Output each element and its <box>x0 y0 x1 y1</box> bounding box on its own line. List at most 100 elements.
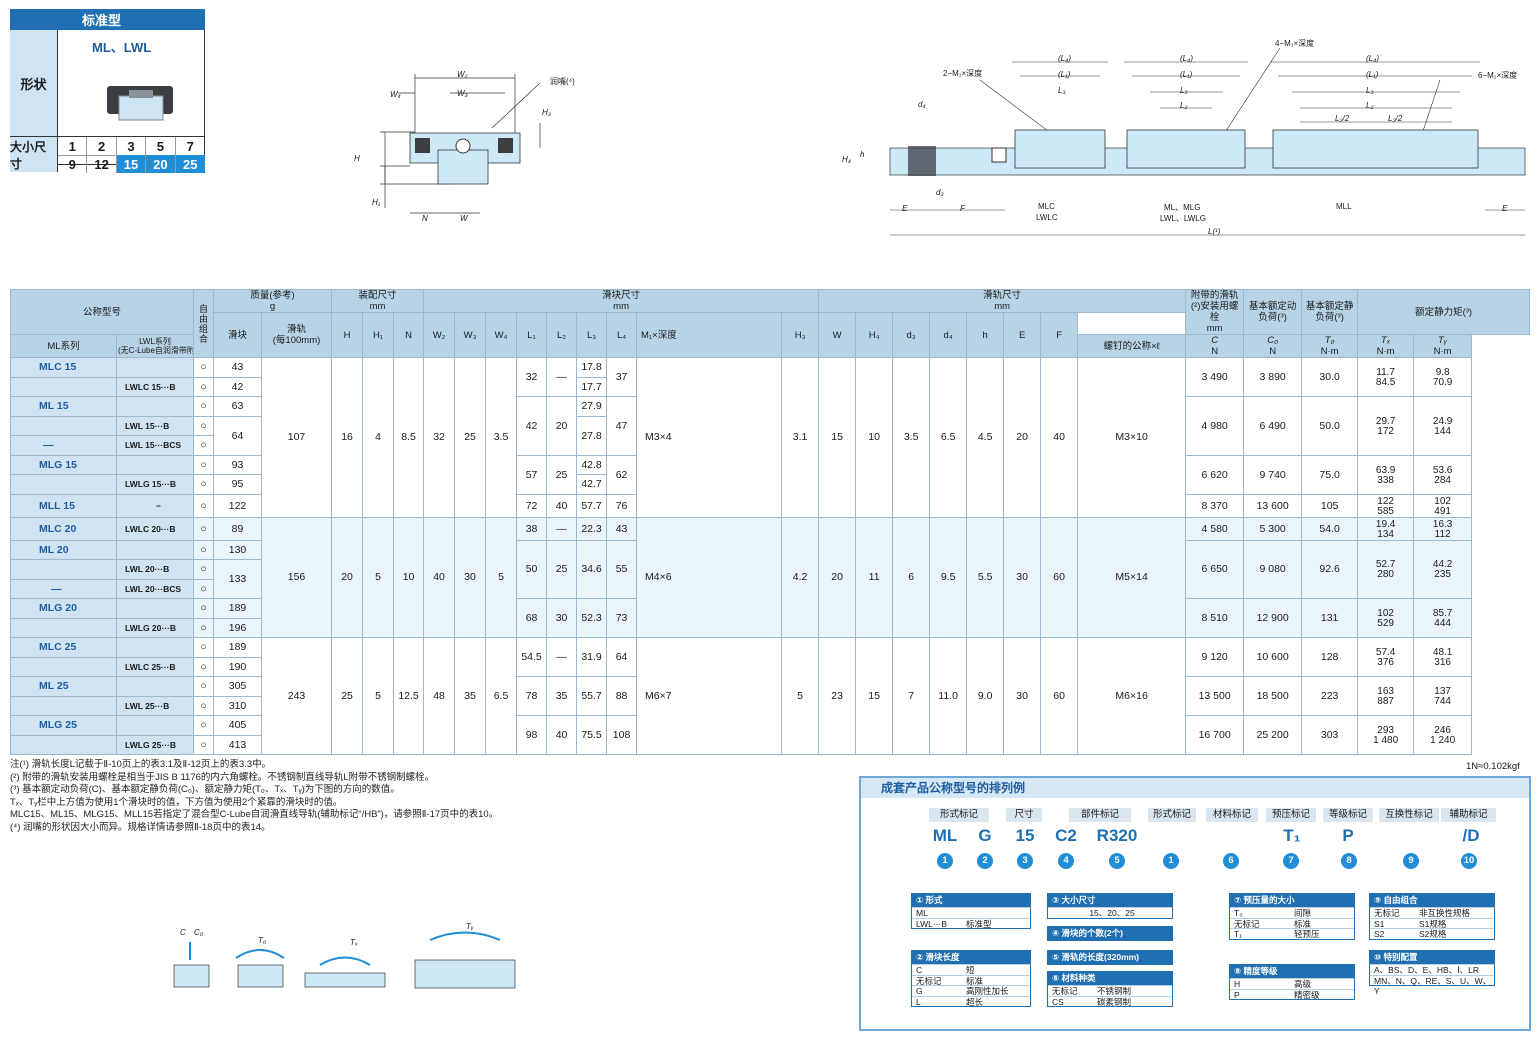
th-l2: L₂ <box>546 312 578 358</box>
label-lwlc: LWLC <box>1036 213 1058 222</box>
dim-w3: W₃ <box>457 89 468 98</box>
model-ml: MLC 25 <box>10 637 117 658</box>
size-cell: 1 <box>58 137 88 155</box>
footnote: (²) 附带的滑轨安装用螺栓是相当于JIS B 1176的内六角螺栓。不锈钢制直… <box>10 771 435 783</box>
th-bolt-sub: 螺钉的公称×ℓ <box>1077 334 1187 358</box>
code-tag: 形式标记 <box>929 808 989 822</box>
table-row: LWL 20···B○133 <box>10 559 1530 599</box>
code-num: 4 <box>1058 853 1074 869</box>
dim-h: h <box>860 150 865 159</box>
model-lwl: LWLC 15···B <box>115 376 195 397</box>
model-lwl: LWLG 25···B <box>115 734 195 755</box>
dim-l: L(¹) <box>1208 227 1221 236</box>
dim-l4: (L₄) <box>1180 54 1193 63</box>
model-ml: — <box>10 578 117 599</box>
size-cell: 12 <box>87 155 117 173</box>
size-cell: 5 <box>146 137 176 155</box>
code-num: 5 <box>1109 853 1125 869</box>
code-tag: 部件标记 <box>1069 808 1131 822</box>
th-model: 公称型号 <box>9 289 195 335</box>
type-header-box: 标准型 形状 ML、LWL 大小尺寸 1 2 3 5 7 9 12 15 20 … <box>10 9 205 173</box>
th-rail-mass: 滑轨(每100mm) <box>261 312 333 358</box>
dim-m6: 6−M₁×深度 <box>1478 71 1518 80</box>
model-ml: MLC 15 <box>10 357 117 378</box>
dim-d4: d₄ <box>918 100 926 109</box>
model-ml: ML 20 <box>10 539 117 560</box>
dim-l3: L₃ <box>1366 86 1374 95</box>
label-tx: Tₓ <box>350 938 358 947</box>
label-ml-mlg: ML、MLG <box>1164 203 1201 212</box>
dim-h4: H₄ <box>842 155 851 164</box>
code-part: 15 <box>1015 826 1035 845</box>
dim-l2: L₂ <box>1180 101 1188 110</box>
model-ml: MLG 15 <box>10 454 117 475</box>
th-l4: L₄ <box>606 312 638 358</box>
th-e: E <box>1003 312 1042 358</box>
dim-d3: d₃ <box>936 188 944 197</box>
model-lwl: LWL 20···B <box>115 559 195 580</box>
model-name: ML、LWL <box>92 40 152 55</box>
th-h4: H₄ <box>855 312 894 358</box>
model-lwl: LWL 15···B <box>115 415 195 436</box>
load-direction-diagram: C C₀ T₀ Tₓ Tᵧ <box>170 920 550 1000</box>
shape-label: 形状 <box>10 30 58 136</box>
size-cell: 7 <box>186 138 194 154</box>
code-tag: 辅助标记 <box>1441 808 1496 822</box>
footnote: MLC15、ML15、MLG15、MLL15若指定了混合型C-Lube自润滑直线… <box>10 809 499 820</box>
model-ml: ML 15 <box>10 396 117 417</box>
dim-w2: W₂ <box>457 70 468 79</box>
model-ml: MLG 20 <box>10 598 117 619</box>
th-block: 滑块 <box>213 312 263 358</box>
th-f: F <box>1040 312 1079 358</box>
size-cell-active: 15 <box>116 155 147 173</box>
footnote: (³) 基本额定动负荷(C)、基本额定静负荷(C₀)、额定静力矩(T₀、Tₓ、T… <box>10 784 400 795</box>
code-tag: 互换性标记 <box>1379 808 1439 822</box>
code-num: 3 <box>1017 853 1033 869</box>
unit-note: 1N≈0.102kgf <box>1466 761 1520 772</box>
code-part: R320 <box>1096 826 1138 845</box>
dim-m2: 2−M₁×深度 <box>943 69 983 78</box>
load-direction-drawing <box>173 931 516 989</box>
block-shape-icon <box>107 86 173 121</box>
size-label: 大小尺寸 <box>10 136 58 172</box>
model-ml: MLG 25 <box>10 715 117 736</box>
order-code-panel: 成套产品公称型号的排列例 形式标记 尺寸 部件标记 形式标记 材料标记 预压标记… <box>859 776 1531 1031</box>
code-num: 2 <box>977 853 993 869</box>
size-cell: 3 <box>117 137 147 155</box>
code-tag: 形式标记 <box>1148 808 1196 822</box>
footnotes: 注(¹) 滑轨长度L记载于Ⅱ-10页上的表3.1及Ⅱ-12页上的表3.3中。 (… <box>10 759 498 834</box>
side-view-drawing <box>889 47 1526 236</box>
dim-h1: H₁ <box>372 198 381 207</box>
dim-l3: L₃ <box>1180 86 1188 95</box>
th-interchange: 自由组合 <box>193 289 215 358</box>
th-mass: 质量(参考)g <box>213 289 333 313</box>
code-part: /D <box>1462 826 1480 845</box>
model-lwl: LWLG 15···B <box>115 474 195 495</box>
code-part: C2 <box>1055 826 1077 845</box>
code-num: 1 <box>1163 853 1179 869</box>
label-c0: C₀ <box>194 928 204 937</box>
th-d4: d₄ <box>929 312 968 358</box>
th-h: H <box>331 312 364 358</box>
dim-l4: (L₄) <box>1058 54 1071 63</box>
model-ml: ML 25 <box>10 676 117 697</box>
th-w3: W₃ <box>454 312 487 358</box>
th-l1: L₁ <box>516 312 548 358</box>
th-h3: H₃ <box>781 312 820 358</box>
size-grid: 1 2 3 5 7 9 12 15 20 25 <box>58 136 205 173</box>
th-moment: 额定静力矩(³) <box>1357 289 1530 335</box>
